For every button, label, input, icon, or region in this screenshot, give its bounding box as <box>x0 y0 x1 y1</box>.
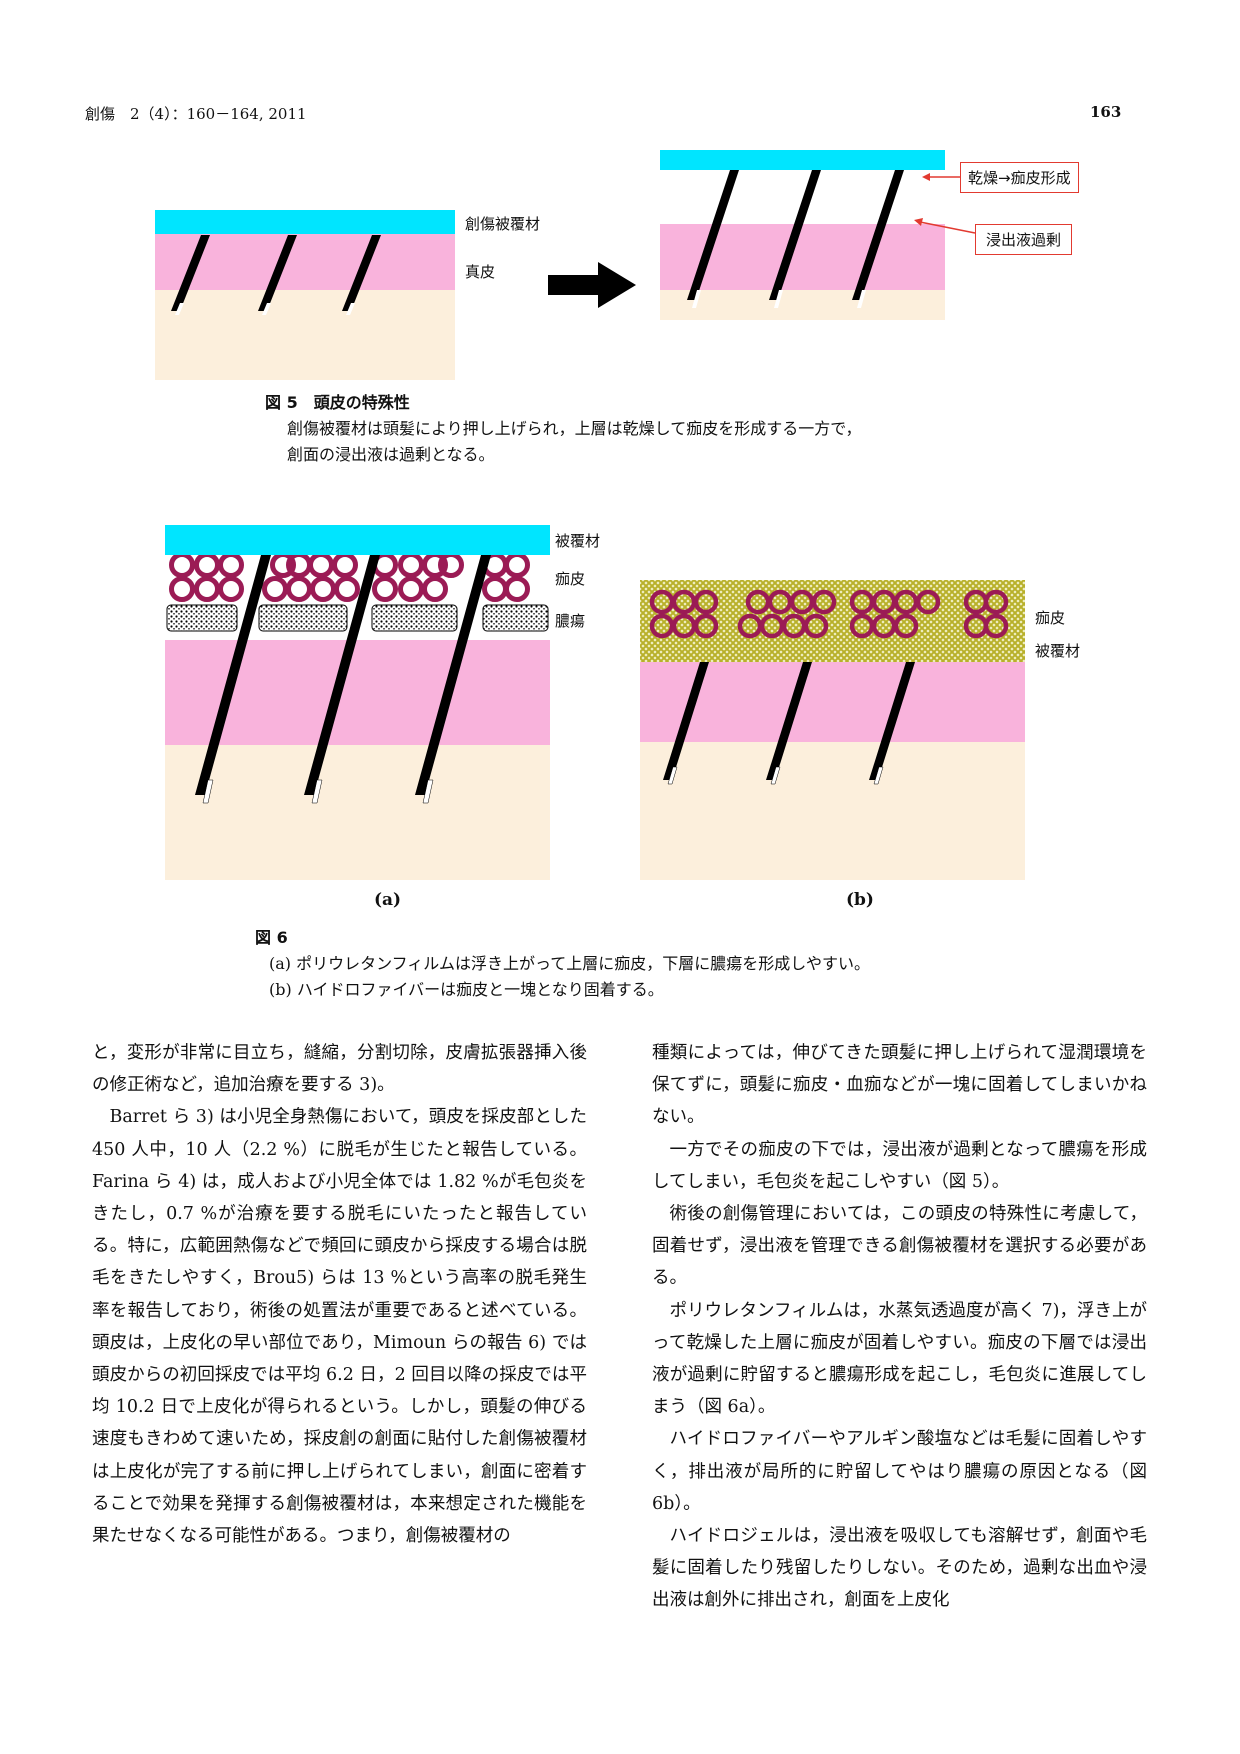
running-header: 創傷 2（4）：160－164, 2011 <box>85 105 307 123</box>
paragraph: と，変形が非常に目立ち，縫縮，分割切除，皮膚拡張器挿入後の修正術など，追加治療を… <box>92 1043 587 1096</box>
annotation-dry-scab: 乾燥→痂皮形成 <box>960 162 1079 193</box>
body-right-column: 種類によっては，伸びてきた頭髪に押し上げられて湿潤環境を保てずに，頭髪に痂皮・血… <box>652 1037 1147 1617</box>
figure-5-left-panel <box>155 210 455 380</box>
caption-line: (b) ハイドロファイバーは痂皮と一塊となり固着する。 <box>269 980 664 999</box>
figure-6-title: 図 6 <box>255 928 288 947</box>
dressing-layer <box>155 210 455 234</box>
arrow-right-icon <box>548 262 636 308</box>
paragraph: ハイドロジェルは，浸出液を吸収しても溶解せず，創面や毛髪に固着したり残留したりし… <box>652 1526 1147 1611</box>
paragraph: 種類によっては，伸びてきた頭髪に押し上げられて湿潤環境を保てずに，頭髪に痂皮・血… <box>652 1043 1147 1128</box>
caption-line: 創傷被覆材は頭髪により押し上げられ，上層は乾燥して痂皮を形成する一方で， <box>287 419 862 438</box>
figure-6-caption: 図 6 (a) ポリウレタンフィルムは浮き上がって上層に痂皮，下層に膿瘍を形成し… <box>255 925 870 1003</box>
figure-5-caption: 図 5 頭皮の特殊性 創傷被覆材は頭髪により押し上げられ，上層は乾燥して痂皮を形… <box>265 390 862 468</box>
figure-6a-panel <box>165 525 550 880</box>
caption-line: 創面の浸出液は過剰となる。 <box>287 445 495 464</box>
subfigure-b-label: (b) <box>846 890 874 910</box>
label-dressing: 創傷被覆材 <box>465 215 541 233</box>
label-6a-dressing: 被覆材 <box>555 532 601 550</box>
caption-line: (a) ポリウレタンフィルムは浮き上がって上層に痂皮，下層に膿瘍を形成しやすい。 <box>269 954 871 973</box>
paragraph: 一方でその痂皮の下では，浸出液が過剰となって膿瘍を形成してしまい，毛包炎を起こし… <box>652 1139 1147 1192</box>
figure-5-title: 図 5 頭皮の特殊性 <box>265 393 410 412</box>
paragraph: ハイドロファイバーやアルギン酸塩などは毛髪に固着しやすく，排出液が局所的に貯留し… <box>652 1429 1147 1514</box>
subfigure-a-label: (a) <box>374 890 402 910</box>
paragraph: 術後の創傷管理においては，この頭皮の特殊性に考慮して，固着せず，浸出液を管理でき… <box>652 1204 1147 1289</box>
label-dermis: 真皮 <box>465 263 496 281</box>
label-6b-dressing: 被覆材 <box>1035 642 1081 660</box>
body-left-column: と，変形が非常に目立ち，縫縮，分割切除，皮膚拡張器挿入後の修正術など，追加治療を… <box>92 1037 587 1552</box>
label-6a-scab: 痂皮 <box>555 570 586 588</box>
paragraph: ポリウレタンフィルムは，水蒸気透過度が高く 7)，浮き上がって乾燥した上層に痂皮… <box>652 1300 1147 1418</box>
paragraph: Barret ら 3) は小児全身熱傷において，頭皮を採皮部とした 450 人中… <box>92 1107 587 1547</box>
label-6b-scab: 痂皮 <box>1035 609 1066 627</box>
page-number: 163 <box>1090 103 1122 121</box>
annotation-excess-exudate: 浸出液過剰 <box>975 224 1073 255</box>
annotation-arrows <box>914 173 976 234</box>
label-6a-abscess: 膿瘍 <box>555 612 586 630</box>
figure-5-right-panel <box>660 150 945 320</box>
figure-6b-panel <box>640 580 1025 880</box>
subcutis-layer <box>155 290 455 380</box>
